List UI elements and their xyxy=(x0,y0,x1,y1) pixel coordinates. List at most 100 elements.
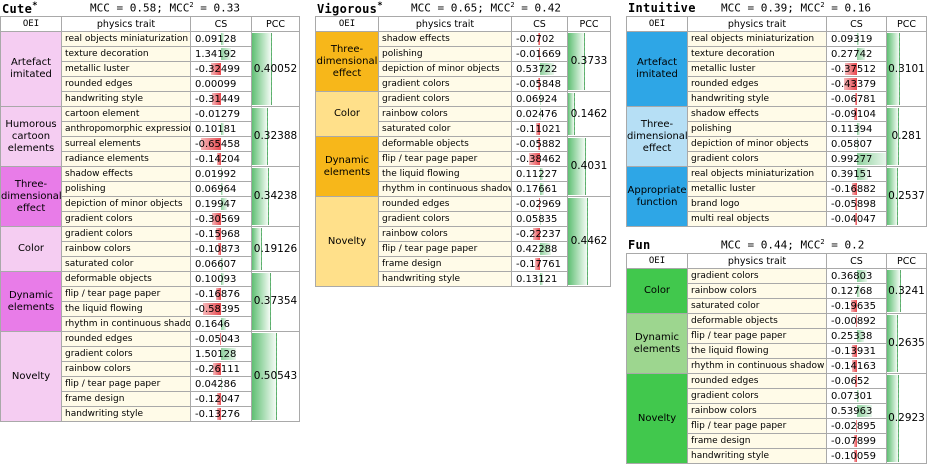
table-row: gradient colors 1.50128 xyxy=(1,346,300,362)
cs-cell: -0.65458 xyxy=(190,136,252,152)
cs-databar xyxy=(852,345,857,357)
header-cs: CS xyxy=(511,16,568,32)
cs-databar xyxy=(538,198,540,210)
oei-group-label: Appropriate function xyxy=(626,166,688,227)
cs-value: 0.01992 xyxy=(195,168,237,180)
cs-value: 0.39151 xyxy=(831,168,873,180)
cs-value: 0.10093 xyxy=(195,273,237,285)
pcc-cell: 0.34238 xyxy=(251,166,300,227)
trait-name: rainbow colors xyxy=(687,283,827,299)
cs-cell: 0.13121 xyxy=(511,271,568,287)
cs-value: -0.02895 xyxy=(831,420,876,432)
trait-name: gradient colors xyxy=(61,346,191,362)
trait-name: shadow effects xyxy=(687,106,827,122)
oei-group-label: Color xyxy=(626,268,688,314)
cs-databar xyxy=(221,273,225,285)
header-cs: CS xyxy=(190,16,252,32)
cs-value: -0.00892 xyxy=(831,315,876,327)
cs-cell: 0.01992 xyxy=(190,166,252,182)
cs-value: -0.43379 xyxy=(831,78,876,90)
cs-databar xyxy=(539,93,542,105)
cs-databar xyxy=(856,405,873,417)
cs-value: 1.50128 xyxy=(195,348,237,360)
cs-value: -0.05882 xyxy=(516,138,561,150)
cs-cell: -0.13276 xyxy=(190,406,252,422)
trait-name: rainbow colors xyxy=(687,403,827,419)
pcc-cell: 0.40052 xyxy=(251,31,300,107)
oei-group-label: Dynamic elements xyxy=(626,313,688,374)
trait-name: rhythm in continuous shadow xyxy=(378,181,512,197)
cs-cell: -0.05882 xyxy=(511,136,568,152)
table-row: handwriting style-0.31449 xyxy=(1,91,300,107)
pcc-databar xyxy=(252,168,270,225)
trait-name: anthropomorphic expressions xyxy=(61,121,191,137)
cs-value: -0.19635 xyxy=(831,300,876,312)
cs-cell: -0.0702 xyxy=(511,31,568,47)
cs-databar xyxy=(221,33,224,45)
cs-databar xyxy=(221,183,224,195)
cs-value: -0.09104 xyxy=(831,108,876,120)
cs-value: -0.15968 xyxy=(195,228,240,240)
trait-name: gradient colors xyxy=(378,91,512,107)
cs-databar xyxy=(203,303,221,315)
pcc-databar xyxy=(887,270,901,312)
cs-cell: -0.05898 xyxy=(826,196,887,212)
cs-databar xyxy=(853,450,857,462)
trait-name: surreal elements xyxy=(61,136,191,152)
cs-cell: -0.31449 xyxy=(190,91,252,107)
cs-cell: -0.14163 xyxy=(826,358,887,374)
cs-value: -0.01279 xyxy=(195,108,240,120)
pcc-databar xyxy=(887,108,899,165)
pcc-databar xyxy=(887,168,898,225)
table-row: handwriting style-0.13276 xyxy=(1,406,300,422)
trait-name: rounded edges xyxy=(687,76,827,92)
pcc-databar xyxy=(568,93,576,135)
table-row: rhythm in continuous shadow 0.17661 xyxy=(316,181,611,197)
cs-databar xyxy=(845,63,857,75)
cs-value: 0.17661 xyxy=(516,183,558,195)
cs-databar xyxy=(854,435,857,447)
pcc-value: 0.19126 xyxy=(253,242,298,255)
panel-header: Vigorous* MCC = 0.65; MCC2 = 0.42 xyxy=(315,0,611,16)
cs-databar xyxy=(539,63,555,75)
cs-cell: -0.43379 xyxy=(826,76,887,92)
trait-name: the liquid flowing xyxy=(61,301,191,317)
table-row: rainbow colors-0.26111 xyxy=(1,361,300,377)
cs-value: 0.27742 xyxy=(831,48,873,60)
cs-cell: -0.58395 xyxy=(190,301,252,317)
cs-value: -0.22237 xyxy=(516,228,561,240)
cs-databar xyxy=(856,330,864,342)
table-row: flip / tear page paper-0.38462 xyxy=(316,151,611,167)
trait-name: the liquid flowing xyxy=(378,166,512,182)
trait-name: rounded edges xyxy=(61,331,191,347)
table-row: brand logo-0.05898 xyxy=(627,196,927,212)
table-row: metallic luster-0.37512 xyxy=(627,61,927,77)
panel-header: Cute* MCC = 0.58; MCC2 = 0.33 xyxy=(0,0,300,16)
pcc-cell: 0.2537 xyxy=(886,166,927,227)
cs-value: 0.53963 xyxy=(831,405,873,417)
cs-databar xyxy=(853,108,857,120)
header-oei: OEI xyxy=(626,253,688,269)
pcc-databar xyxy=(887,375,900,462)
table-row: flip / tear page paper-0.16876 xyxy=(1,286,300,302)
pcc-value: 0.37354 xyxy=(253,295,298,307)
trait-name: rhythm in continuous shadow xyxy=(61,316,191,332)
cs-value: 0.09128 xyxy=(195,33,237,45)
cs-databar xyxy=(539,243,552,255)
trait-name: depiction of minor objects xyxy=(687,136,827,152)
cs-cell: 0.27742 xyxy=(826,46,887,62)
cs-value: -0.04047 xyxy=(831,213,876,225)
pcc-cell: 0.3733 xyxy=(567,31,611,92)
panel-header: Fun MCC = 0.44; MCC2 = 0.2 xyxy=(626,237,928,253)
pcc-databar xyxy=(252,108,269,165)
cs-databar xyxy=(528,153,540,165)
pcc-value: 0.2537 xyxy=(888,190,925,202)
cs-cell: -0.13931 xyxy=(826,343,887,359)
